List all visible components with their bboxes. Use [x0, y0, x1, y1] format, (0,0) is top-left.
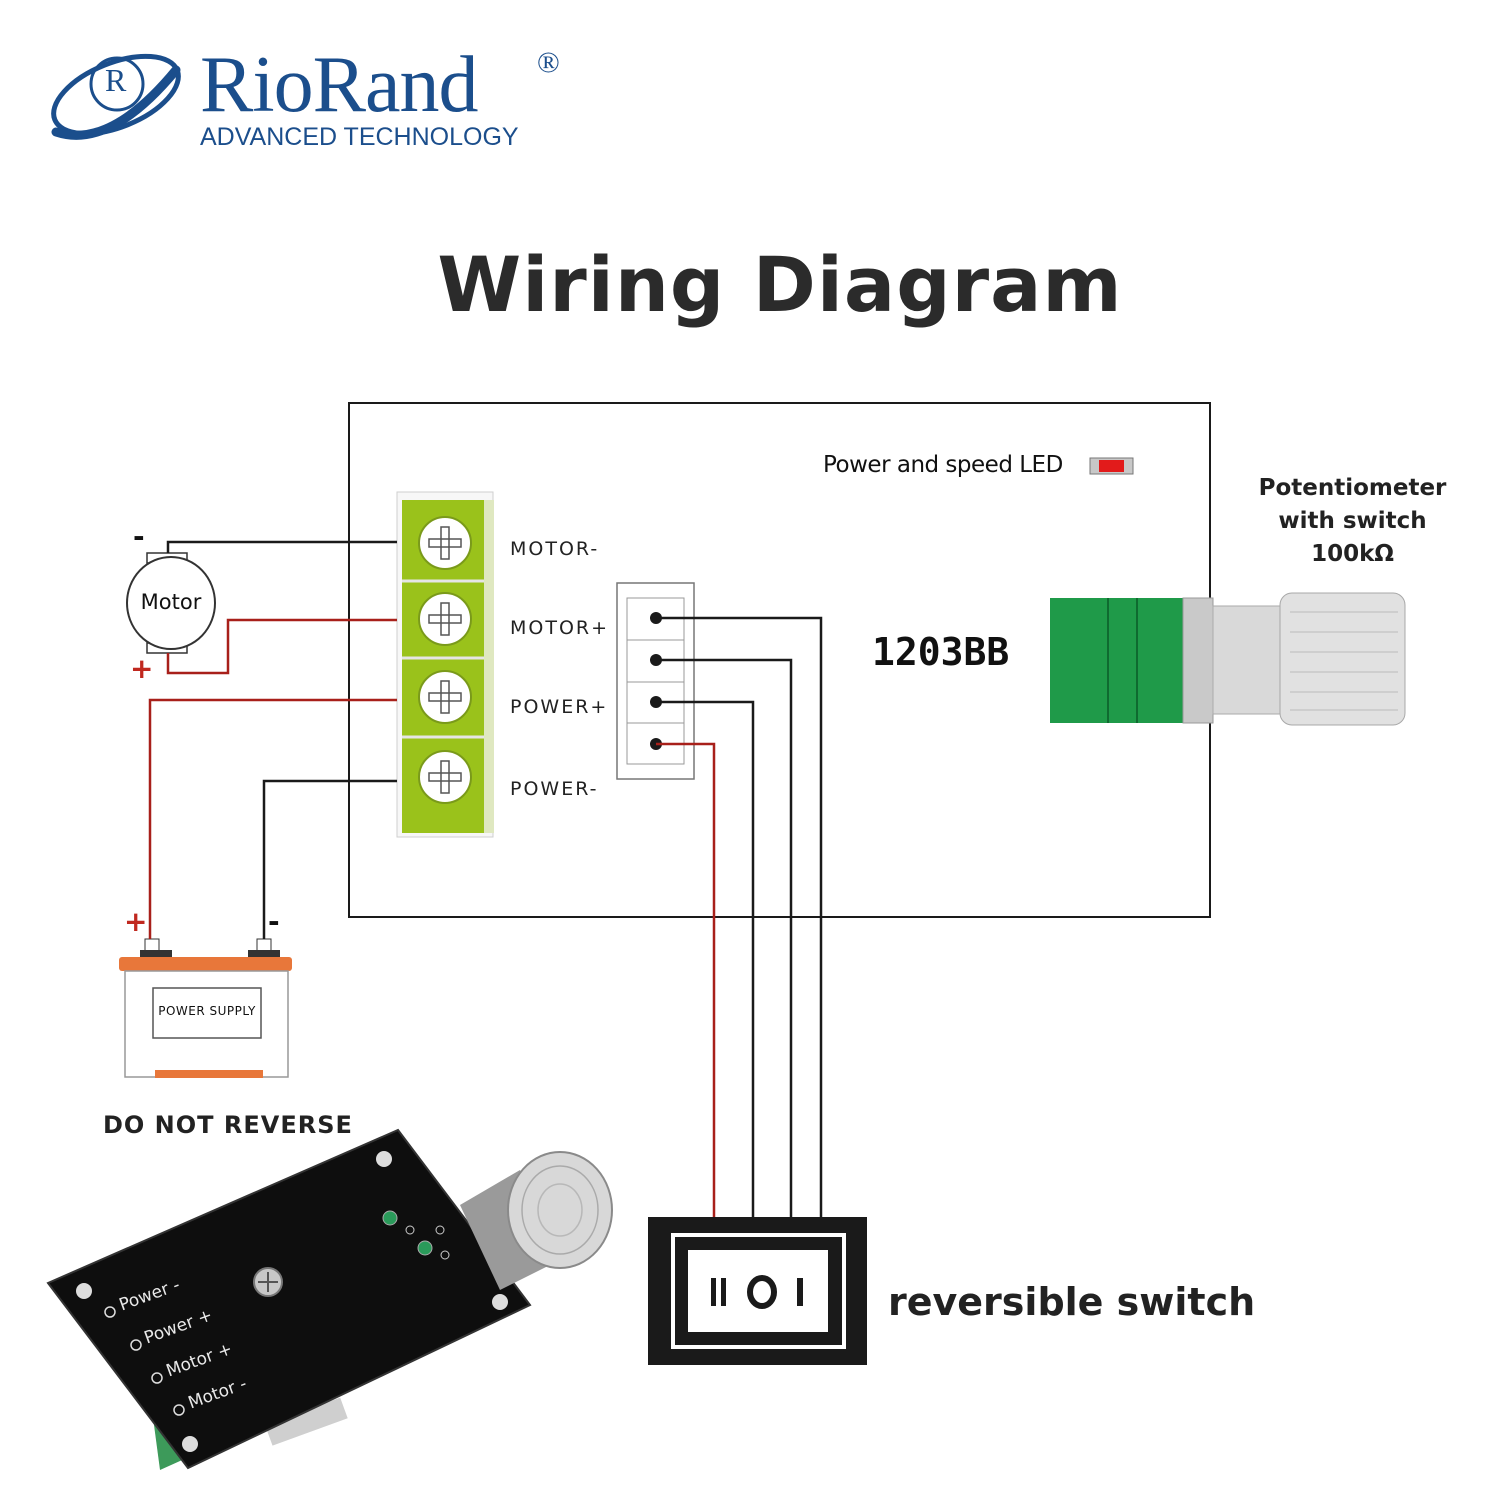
terminal-screw-motor-minus [418, 516, 472, 570]
wire-power-minus [262, 779, 397, 939]
wire-power-plus [148, 698, 397, 939]
power-speed-led [1089, 457, 1134, 475]
terminal-label-motor-minus: MOTOR- [510, 538, 600, 560]
potentiometer-label: Potentiometer with switch 100kΩ [1240, 472, 1465, 571]
board-model: 1203BB [872, 630, 1010, 674]
dc-motor [126, 552, 216, 654]
led-label: Power and speed LED [823, 452, 1063, 478]
terminal-screw-motor-plus [418, 592, 472, 646]
reversible-switch-label: reversible switch [888, 1280, 1256, 1324]
brand-name: RioRand [200, 41, 478, 129]
wire-switch-3 [656, 700, 755, 1217]
wire-switch-1 [656, 616, 823, 1217]
wire-switch-2 [656, 658, 793, 1217]
battery-power-supply [119, 938, 292, 1078]
terminal-screw-power-plus [418, 670, 472, 724]
riorand-logo-emblem [51, 53, 181, 140]
battery-plus-sign: + [124, 905, 148, 938]
terminal-label-power-plus: POWER+ [510, 696, 609, 718]
motor-plus-sign: + [130, 652, 154, 685]
pot-label-line-2: with switch [1278, 508, 1427, 534]
switch-connector-header [616, 582, 695, 780]
power-supply-label: POWER SUPPLY [158, 1004, 256, 1018]
page-title: Wiring Diagram [437, 240, 1123, 329]
potentiometer-knob [1050, 592, 1406, 726]
logo-letter: R [105, 62, 127, 98]
wire-motor-plus [166, 618, 397, 675]
polarity-warning: DO NOT REVERSE [103, 1111, 353, 1139]
terminal-screw-power-minus [418, 750, 472, 804]
motor-label: Motor [140, 590, 202, 614]
pot-label-line-1: Potentiometer [1258, 475, 1447, 501]
pot-label-line-3: 100kΩ [1311, 541, 1394, 567]
reversible-rocker-switch [648, 1217, 867, 1365]
wire-motor-minus [166, 540, 397, 553]
motor-minus-sign: - [133, 520, 145, 553]
physical-board-photo [46, 1128, 613, 1470]
terminal-label-motor-plus: MOTOR+ [510, 617, 610, 639]
battery-minus-sign: - [268, 905, 280, 938]
registered-mark: ® [537, 46, 560, 79]
brand-tagline: ADVANCED TECHNOLOGY [200, 123, 519, 151]
wire-switch-4 [656, 742, 716, 1217]
terminal-label-power-minus: POWER- [510, 778, 599, 800]
physical-board-knob [460, 1151, 613, 1290]
